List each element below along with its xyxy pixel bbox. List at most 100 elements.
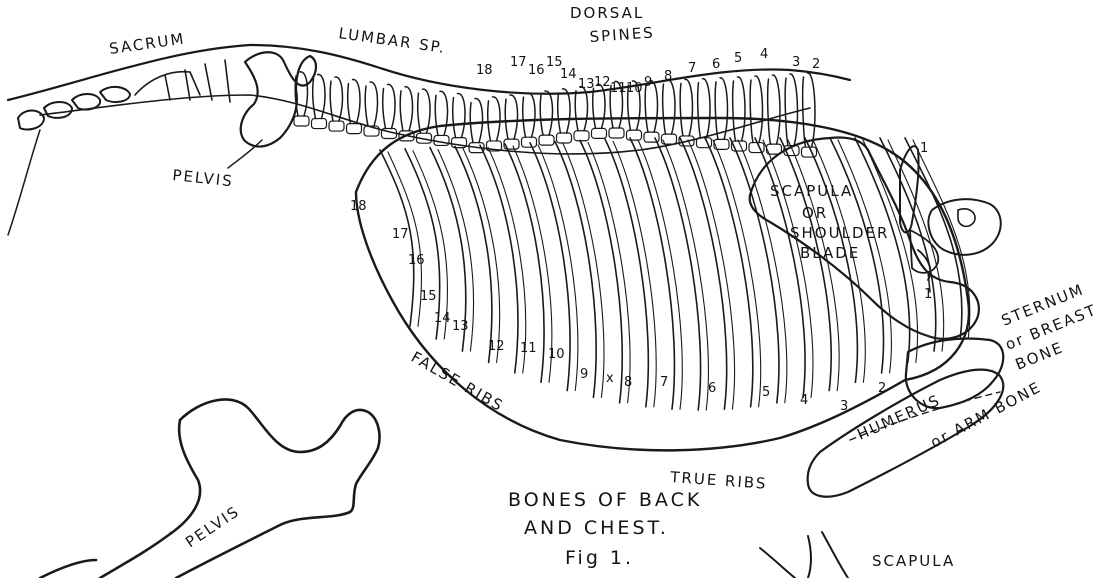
pelvis-label: PELVIS bbox=[172, 166, 235, 190]
rib-number: 3 bbox=[840, 399, 848, 414]
spine-number: 7 bbox=[688, 61, 696, 76]
vertebral-body bbox=[347, 124, 362, 134]
spinous-process bbox=[418, 89, 430, 133]
rib-edge bbox=[613, 141, 656, 407]
blade-label: BLADE bbox=[800, 244, 860, 262]
spinous-process bbox=[558, 89, 570, 133]
spine-number: 14 bbox=[560, 67, 577, 82]
spine-number: 5 bbox=[734, 51, 742, 66]
lower-scapula-fragment bbox=[760, 532, 848, 578]
scapula-or-label: OR bbox=[802, 204, 828, 222]
scapula-label: SCAPULA bbox=[770, 182, 853, 200]
spinous-process bbox=[750, 76, 762, 143]
rib bbox=[630, 138, 674, 409]
spinous-process bbox=[348, 79, 360, 123]
lower-pelvis-bottom bbox=[40, 560, 96, 578]
spine-number: 4 bbox=[760, 47, 768, 62]
spinous-process bbox=[383, 84, 395, 128]
spinous-process bbox=[330, 77, 342, 121]
vertebral-body bbox=[802, 147, 817, 157]
spinous-process bbox=[313, 74, 325, 118]
rib-number: 10 bbox=[548, 347, 565, 362]
rib-number: 17 bbox=[392, 227, 409, 242]
spine-number: 1 bbox=[920, 141, 928, 156]
rib-edge bbox=[638, 140, 682, 409]
vertebral-bodies bbox=[294, 116, 817, 157]
vertebral-body bbox=[557, 133, 572, 143]
rib-number: 7 bbox=[660, 375, 668, 390]
spinous-process bbox=[540, 91, 552, 135]
vertebral-body bbox=[539, 135, 554, 145]
spine-number: 9 bbox=[644, 75, 652, 90]
caption-line-1: BONES OF BACK bbox=[508, 489, 702, 511]
vertebral-body bbox=[522, 137, 537, 147]
rib-number: 16 bbox=[408, 253, 425, 268]
spinous-process bbox=[715, 78, 727, 140]
rib-number: 14 bbox=[434, 311, 451, 326]
rib-number: 12 bbox=[488, 339, 505, 354]
rib bbox=[580, 140, 622, 402]
rib-number: 18 bbox=[350, 199, 367, 214]
vertebral-body bbox=[294, 116, 309, 126]
sacrum-label: SACRUM bbox=[108, 29, 186, 57]
spine-number: 2 bbox=[812, 57, 820, 72]
spinous-process bbox=[470, 99, 482, 143]
rib-edge bbox=[588, 142, 630, 402]
rib-number: 13 bbox=[452, 319, 469, 334]
rib-edge bbox=[688, 140, 735, 409]
spinous-process bbox=[435, 91, 447, 135]
rib-number: 11 bbox=[520, 341, 537, 356]
tail-vertebrae bbox=[8, 87, 130, 235]
spine-lower-edge bbox=[40, 95, 810, 154]
spinous-process bbox=[453, 93, 465, 137]
rib-number: 2 bbox=[878, 381, 886, 396]
rib bbox=[705, 138, 753, 407]
spine-number: 13 bbox=[578, 77, 595, 92]
spinous-process bbox=[505, 95, 517, 139]
spine-number: 17 bbox=[510, 55, 527, 70]
spinous-process bbox=[698, 79, 710, 138]
vertebral-body bbox=[574, 131, 589, 141]
rib-number: 8 bbox=[624, 375, 632, 390]
shoulder-label: SHOULDER bbox=[790, 224, 889, 242]
spinous-process bbox=[400, 87, 412, 131]
spine-number: 18 bbox=[476, 63, 493, 78]
spine-number: 11 bbox=[610, 81, 627, 96]
vertebral-body bbox=[312, 119, 327, 129]
dorsal-label: DORSAL bbox=[570, 4, 644, 22]
spinous-process bbox=[663, 80, 675, 134]
rib-number: 9 bbox=[580, 367, 588, 382]
spines-label: SPINES bbox=[589, 23, 655, 46]
rib-number: 1 bbox=[924, 287, 932, 302]
rib-number: 6 bbox=[708, 381, 716, 396]
spinous-process bbox=[365, 82, 377, 126]
lumbar-label: LUMBAR SP. bbox=[337, 24, 447, 57]
lower-pelvis-left-edge bbox=[100, 420, 200, 578]
spinous-process bbox=[768, 75, 780, 144]
rib-number: 4 bbox=[800, 393, 808, 408]
caption-line-2: AND CHEST. bbox=[524, 517, 669, 539]
spinous-process bbox=[488, 97, 500, 141]
spine-number: 3 bbox=[792, 55, 800, 70]
lower-pelvis-label: PELVIS bbox=[182, 502, 243, 551]
rib bbox=[605, 139, 648, 407]
vertebral-body bbox=[609, 128, 624, 138]
lower-scapula-label: SCAPULA bbox=[872, 552, 955, 570]
vertebral-body bbox=[592, 128, 607, 138]
spine-number: 6 bbox=[712, 57, 720, 72]
spinous-process bbox=[785, 74, 797, 146]
lower-pelvis-bone bbox=[176, 399, 380, 578]
pelvis-lower-branch bbox=[228, 140, 262, 168]
vertebral-body bbox=[329, 121, 344, 131]
false-ribs-label: FALSE RIBS bbox=[408, 348, 507, 416]
rib-number: x bbox=[606, 371, 614, 386]
spine-number: 16 bbox=[528, 63, 545, 78]
rib-number: 15 bbox=[420, 289, 437, 304]
spine-number: 8 bbox=[664, 69, 672, 84]
spinous-process bbox=[523, 93, 535, 137]
spine-number: 12 bbox=[594, 75, 611, 90]
rib-edge bbox=[663, 140, 708, 410]
vertebral-body bbox=[627, 130, 642, 140]
